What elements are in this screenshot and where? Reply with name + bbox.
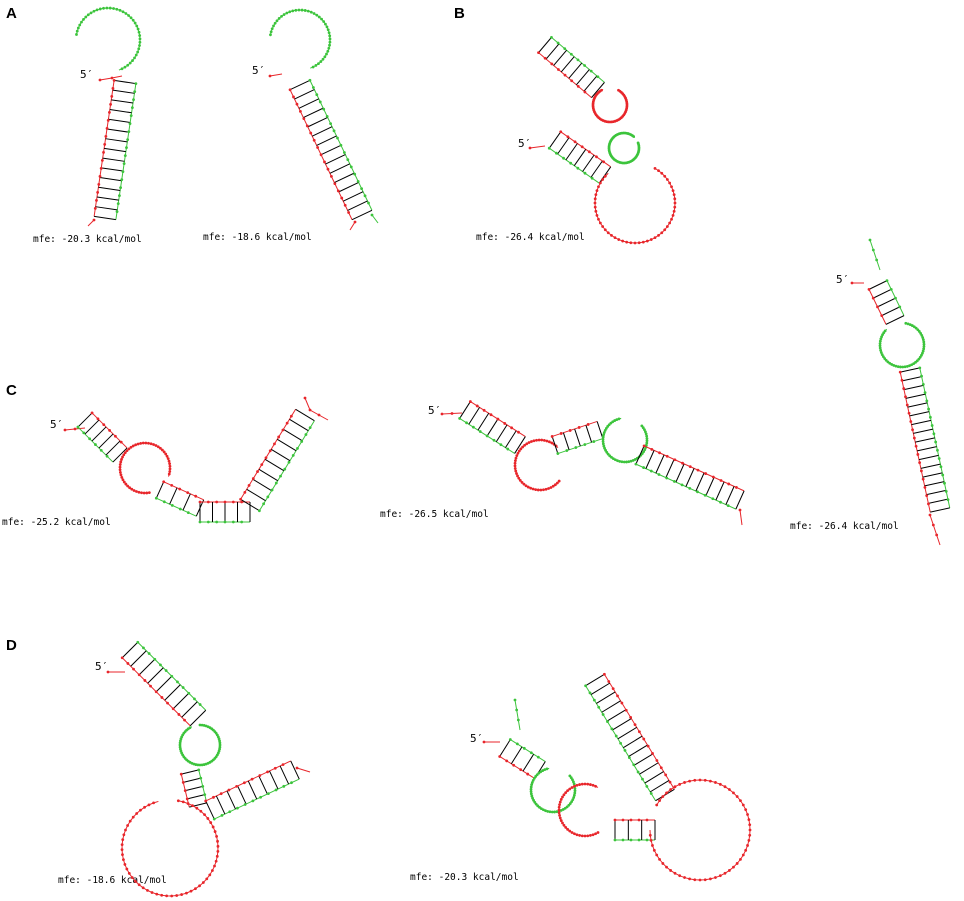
five-prime-marker-d2: 5′ [470,732,483,745]
five-prime-marker-a1: 5′ [80,68,93,81]
panel-label-d: D [6,637,17,654]
five-prime-marker-c2: 5′ [428,404,441,417]
structure-b [528,35,677,245]
panel-label-b: B [454,5,465,22]
mfe-label-a1: mfe: -20.3 kcal/mol [33,234,142,245]
five-prime-marker-a2: 5′ [252,64,265,77]
mfe-label-d1: mfe: -18.6 kcal/mol [58,875,167,886]
mfe-label-a2: mfe: -18.6 kcal/mol [203,232,312,243]
five-prime-marker-d1: 5′ [95,660,108,673]
panel-label-c: C [6,382,17,399]
mfe-label-b: mfe: -26.4 kcal/mol [476,232,585,243]
structure-c1 [63,396,329,524]
structure-d1 [106,640,311,898]
five-prime-marker-b: 5′ [518,137,531,150]
five-prime-marker-c1: 5′ [50,418,63,431]
five-prime-marker-c3: 5′ [836,273,849,286]
structure-a2 [268,8,379,231]
mfe-label-c2: mfe: -26.5 kcal/mol [380,509,489,520]
mfe-label-c3: mfe: -26.4 kcal/mol [790,521,899,532]
panel-label-a: A [6,5,17,22]
mfe-label-c1: mfe: -25.2 kcal/mol [2,517,111,528]
mfe-label-d2: mfe: -20.3 kcal/mol [410,872,519,883]
structure-a1 [75,6,142,227]
structures-layer [63,6,951,898]
structure-d2 [482,672,752,882]
structure-c2 [440,400,745,526]
structure-c3 [850,238,951,546]
